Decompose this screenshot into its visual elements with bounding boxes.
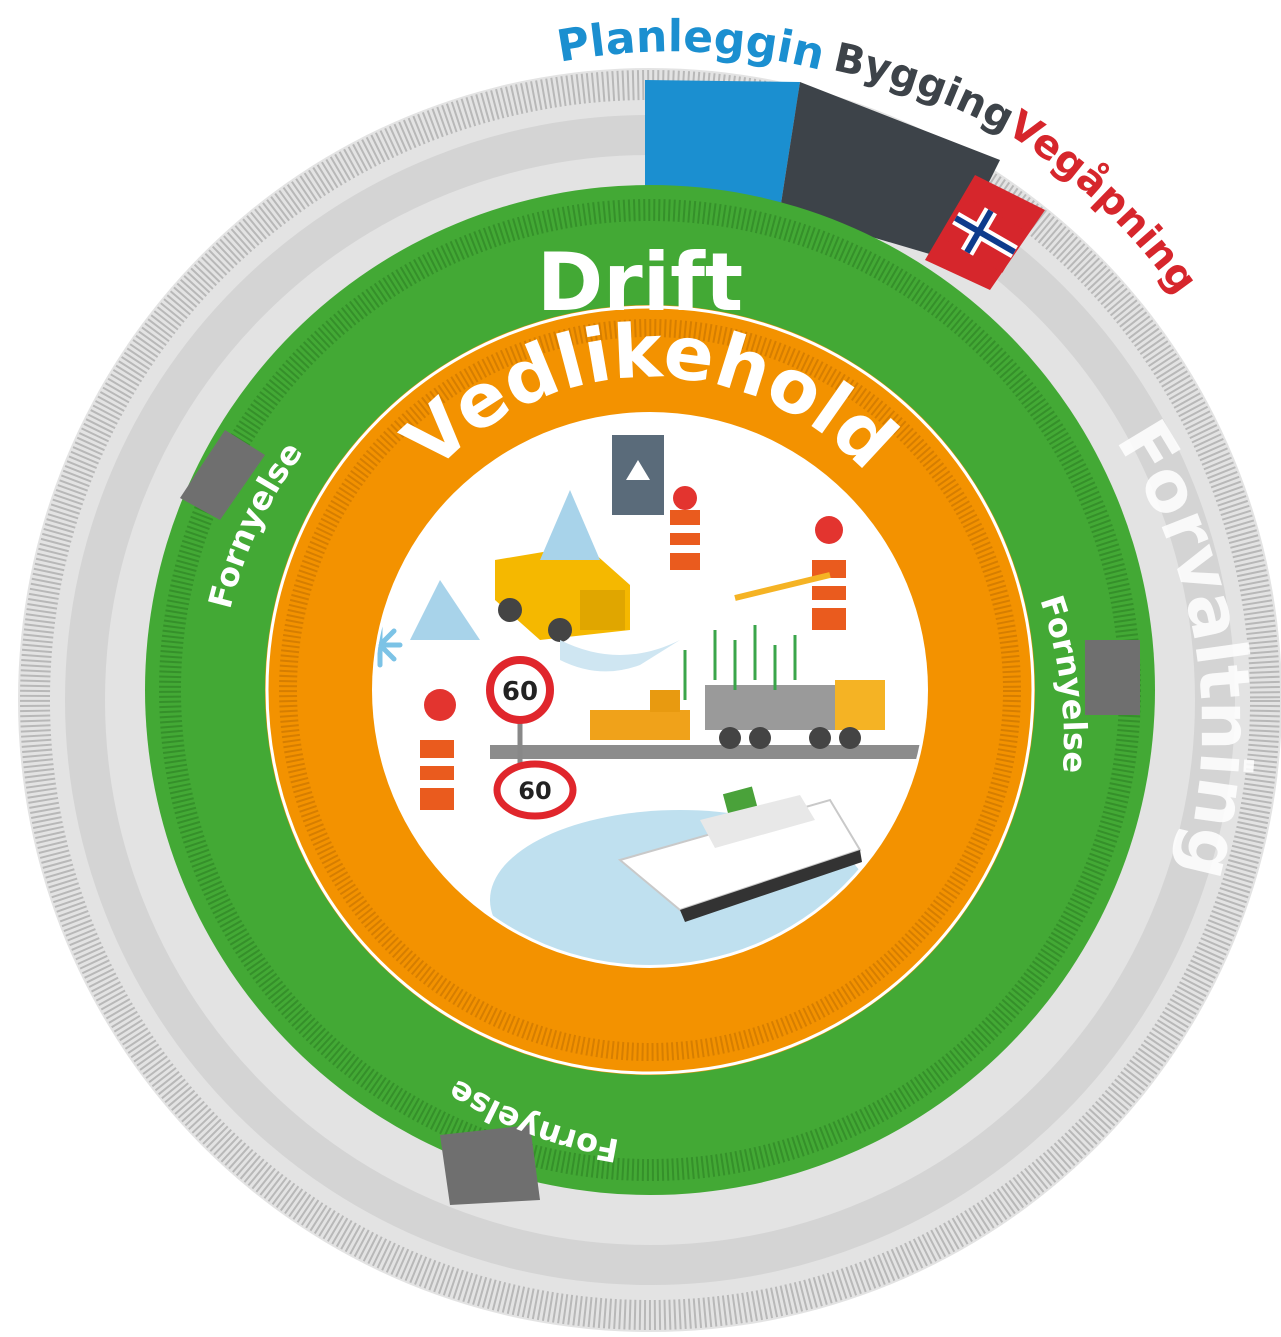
renewal-block-right (1085, 640, 1140, 715)
ferry-icon (617, 786, 862, 922)
asphalt-paver-icon (590, 690, 690, 740)
label-drift: Drift (537, 236, 743, 329)
vedlikehold-ring-ticks (279, 319, 1021, 1061)
snowy-tree-icon (410, 490, 600, 640)
road (490, 745, 920, 759)
building-segment (780, 82, 1000, 260)
traffic-cone-icon (420, 486, 846, 810)
renewal-block-left (180, 430, 265, 520)
renewal-block-bottom (440, 1125, 540, 1205)
tool-icon (734, 572, 831, 601)
planning-segment (645, 80, 800, 210)
speed-limit-text-2: 60 (518, 777, 551, 805)
snowplow-truck-icon (495, 545, 680, 672)
vedlikehold-ring-edge (265, 305, 1035, 1075)
grass-icon (683, 625, 797, 700)
outer-ring-ticks (20, 70, 1280, 1330)
speed-sign-icon: 60 60 (486, 656, 577, 820)
norwegian-flag-icon (943, 197, 1027, 273)
dump-truck-icon (705, 680, 885, 749)
speed-limit-text: 60 (502, 677, 538, 707)
label-planlegging: Planlegging (0, 0, 830, 81)
electrical-cabinet-icon (612, 435, 664, 515)
